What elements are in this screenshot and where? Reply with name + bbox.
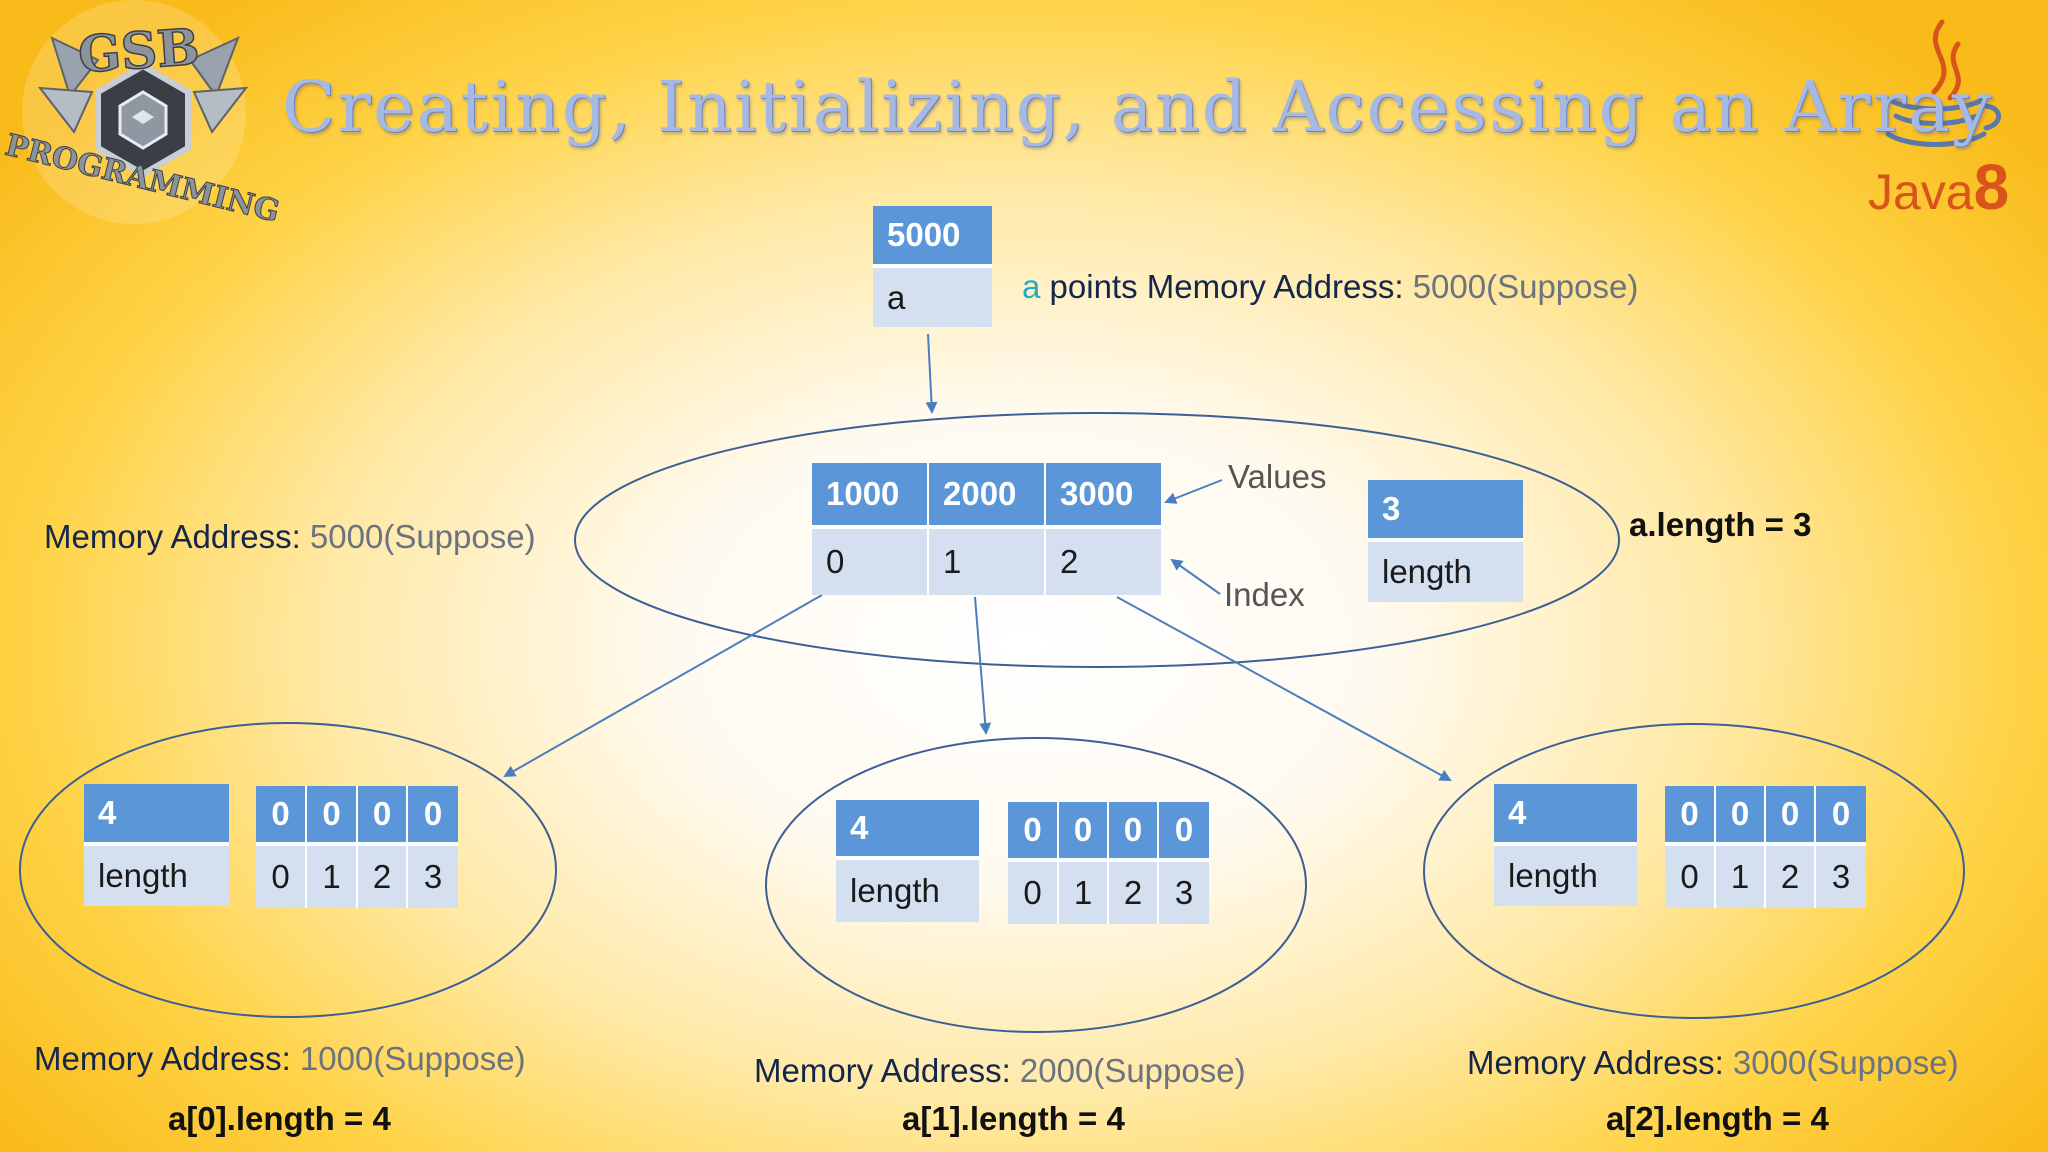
java-label: Java <box>1868 164 1974 220</box>
inner-1-index-cell-2: 2 <box>1109 862 1159 924</box>
inner-1-value-cell-3: 0 <box>1159 802 1209 862</box>
inner-0-address-label: Memory Address: <box>34 1040 300 1077</box>
outer-value-cell-1: 2000 <box>929 463 1046 529</box>
outer-index-cell-2: 2 <box>1046 529 1161 595</box>
element-1-arrow <box>974 596 992 735</box>
reference-address-cell: 5000 <box>873 206 992 268</box>
outer-array-ellipse <box>574 412 1620 668</box>
outer-array-address: Memory Address: 5000(Suppose) <box>44 518 536 556</box>
inner-1-index-cell-0: 0 <box>1008 862 1059 924</box>
inner-2-length-value-cell: 4 <box>1494 784 1637 846</box>
inner-0-index-cell-1: 1 <box>307 846 358 908</box>
java-logo-label: Java8 <box>1868 150 2009 224</box>
inner-1-address-label: Memory Address: <box>754 1052 1020 1089</box>
inner-1-value-cell-2: 0 <box>1109 802 1159 862</box>
inner-2-value-cell-0: 0 <box>1665 786 1716 846</box>
inner-1-address-value: 2000(Suppose) <box>1019 1052 1246 1089</box>
reference-name-cell: a <box>873 268 992 327</box>
outer-index-cell-0: 0 <box>812 529 929 595</box>
inner-2-length-label-cell: length <box>1494 846 1637 906</box>
inner-0-index-cell-0: 0 <box>256 846 307 908</box>
inner-0-length-label-cell: length <box>84 846 229 906</box>
outer-array-address-label: Memory Address: <box>44 518 310 555</box>
inner-0-value-cell-2: 0 <box>358 786 408 846</box>
inner-2-index-cell-1: 1 <box>1716 846 1766 908</box>
outer-array-address-value: 5000(Suppose) <box>309 518 536 555</box>
inner-0-index-cell-3: 3 <box>408 846 458 908</box>
outer-value-cell-2: 3000 <box>1046 463 1161 529</box>
element-0-arrow <box>503 594 823 777</box>
inner-0-address-value: 1000(Suppose) <box>299 1040 526 1077</box>
inner-2-value-cell-2: 0 <box>1766 786 1816 846</box>
inner-1-index-cell-3: 3 <box>1159 862 1209 924</box>
java-version: 8 <box>1973 151 2010 223</box>
values-label: Values <box>1228 458 1327 495</box>
inner-0-length-value-cell: 4 <box>84 784 229 846</box>
inner-2-index-cell-3: 3 <box>1816 846 1866 908</box>
inner-2-address: Memory Address: 3000(Suppose) <box>1467 1044 1959 1082</box>
gsb-programming-logo <box>22 0 249 224</box>
index-arrow <box>1170 558 1221 595</box>
inner-0-value-cell-0: 0 <box>256 786 307 846</box>
inner-1-length-expression: a[1].length = 4 <box>902 1100 1125 1137</box>
page-title: Creating, Initializing, and Accessing an… <box>282 66 1994 148</box>
outer-value-cell-0: 1000 <box>812 463 929 529</box>
reference-caption: a points Memory Address: 5000(Suppose) <box>1022 268 1638 306</box>
reference-arrow <box>925 333 938 414</box>
inner-1-index-cell-1: 1 <box>1059 862 1109 924</box>
inner-array-ellipse-0 <box>19 722 557 1018</box>
inner-0-address: Memory Address: 1000(Suppose) <box>34 1040 526 1078</box>
inner-2-index-cell-0: 0 <box>1665 846 1716 908</box>
inner-array-ellipse-2 <box>1423 723 1965 1019</box>
inner-2-value-cell-3: 0 <box>1816 786 1866 846</box>
reference-caption-var: a <box>1022 268 1041 305</box>
gsb-text-top: GSB <box>76 17 201 84</box>
inner-1-length-value-cell: 4 <box>836 800 979 860</box>
inner-2-value-cell-1: 0 <box>1716 786 1766 846</box>
inner-1-length-label-cell: length <box>836 860 979 922</box>
index-label: Index <box>1224 576 1305 613</box>
outer-length-label-cell: length <box>1368 542 1523 602</box>
inner-1-address: Memory Address: 2000(Suppose) <box>754 1052 1246 1090</box>
inner-0-value-cell-3: 0 <box>408 786 458 846</box>
inner-1-value-cell-0: 0 <box>1008 802 1059 862</box>
coffee-cup-icon <box>1885 19 2001 147</box>
inner-0-value-cell-1: 0 <box>307 786 358 846</box>
inner-2-length-expression: a[2].length = 4 <box>1606 1100 1829 1137</box>
values-arrow <box>1164 479 1223 504</box>
inner-1-value-cell-1: 0 <box>1059 802 1109 862</box>
inner-2-index-cell-2: 2 <box>1766 846 1816 908</box>
inner-0-length-expression: a[0].length = 4 <box>168 1100 391 1137</box>
reference-caption-text: points Memory Address: <box>1040 268 1413 305</box>
element-2-arrow <box>1116 596 1452 781</box>
reference-caption-value: 5000(Suppose) <box>1412 268 1639 305</box>
inner-2-address-value: 3000(Suppose) <box>1732 1044 1959 1081</box>
outer-index-cell-1: 1 <box>929 529 1046 595</box>
outer-length-expression: a.length = 3 <box>1629 506 1812 543</box>
inner-0-index-cell-2: 2 <box>358 846 408 908</box>
outer-length-value-cell: 3 <box>1368 480 1523 542</box>
inner-2-address-label: Memory Address: <box>1467 1044 1733 1081</box>
inner-array-ellipse-1 <box>765 737 1307 1033</box>
